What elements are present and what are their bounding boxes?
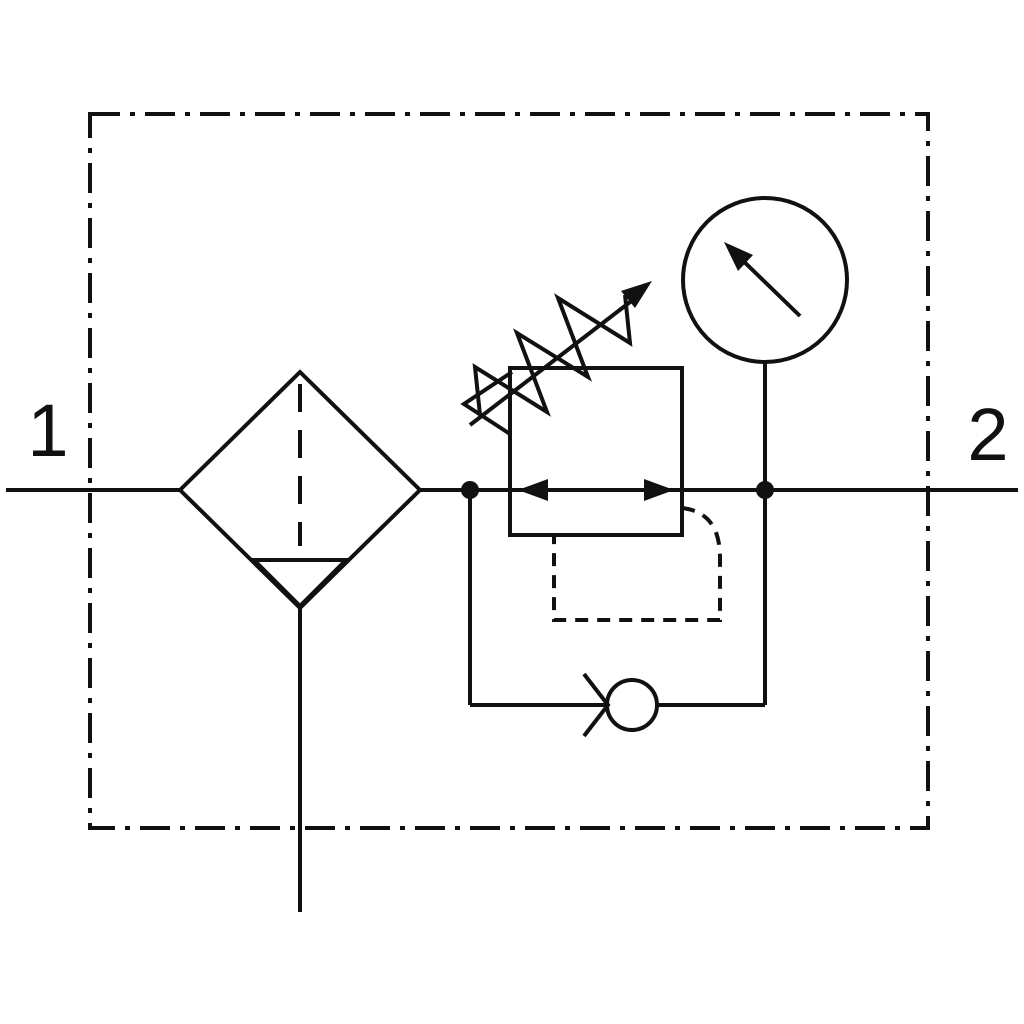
assembly-boundary	[88, 112, 930, 830]
check-valve-ball	[605, 678, 659, 732]
regulator-right-arrowhead	[644, 479, 674, 501]
regulator-body	[508, 366, 684, 537]
check-valve-seat	[582, 672, 611, 738]
pressure-gauge	[681, 196, 849, 490]
pilot-feedback-line	[552, 506, 722, 622]
adjustment-spring-zigzag	[472, 293, 633, 417]
regulator-left-arrowhead	[518, 479, 548, 501]
port-1-label: 1	[27, 389, 68, 472]
spring-adjust-arrowhead	[621, 281, 652, 308]
separator-triangle	[249, 558, 351, 609]
spring-adjust-arrow-shaft	[468, 297, 636, 427]
port-2-label: 2	[967, 393, 1008, 476]
spring-seat-chevron	[460, 370, 514, 436]
bypass-branch	[468, 490, 767, 738]
gauge-dial	[681, 196, 849, 364]
junction-dot-left	[461, 481, 479, 499]
junction-dot-right	[756, 481, 774, 499]
gauge-needle-arrowhead	[724, 242, 753, 271]
pressure-regulator	[460, 281, 722, 622]
filter-water-separator	[177, 369, 423, 912]
